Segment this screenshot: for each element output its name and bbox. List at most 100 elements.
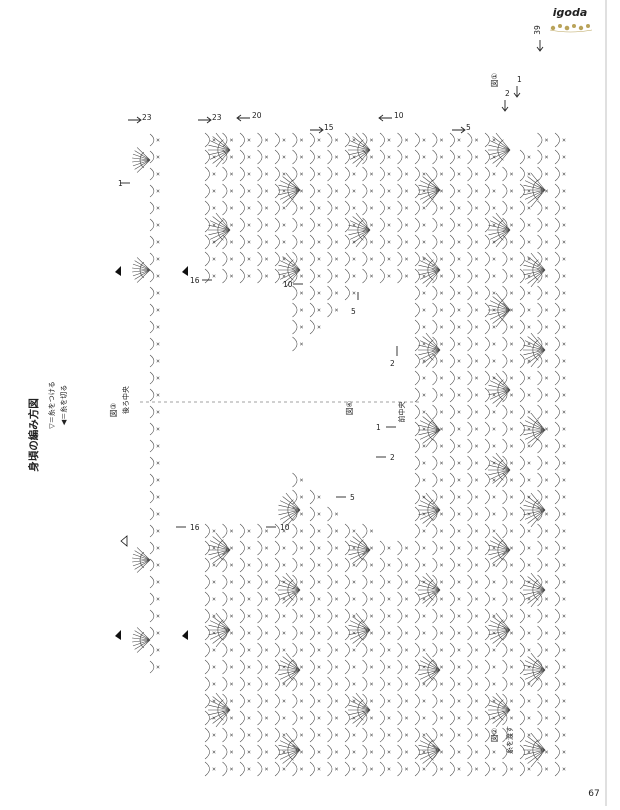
chain-arc [150, 525, 154, 537]
shell-fan [418, 733, 440, 767]
chain-arc [240, 150, 245, 164]
chain-arc [275, 643, 280, 657]
chain-arc [555, 762, 560, 776]
chain-arc [345, 184, 350, 198]
chain-arc [485, 201, 490, 215]
row-label-1-top: 1 [517, 75, 522, 84]
chain-arc [205, 694, 210, 708]
chain-arc [415, 626, 420, 640]
chain-arc [398, 218, 403, 232]
chain-arc [345, 558, 350, 572]
chain-arc [450, 269, 455, 283]
chain-arc [258, 524, 263, 538]
fig4-label: 図④ [345, 401, 354, 415]
chain-arc [205, 201, 210, 215]
chain-arc [223, 762, 228, 776]
chain-arc [258, 728, 263, 742]
chain-arc [433, 541, 438, 555]
chain-arc [223, 201, 228, 215]
chain-arc [150, 576, 154, 588]
chain-arc [555, 286, 560, 300]
chain-arc [310, 184, 315, 198]
chain-arc [555, 354, 560, 368]
shell-fan [523, 173, 545, 207]
chain-arc [503, 201, 508, 215]
chain-arc [415, 745, 420, 759]
chain-arc [520, 388, 525, 402]
fig1-label: 図① [490, 73, 499, 87]
chain-arc [380, 728, 385, 742]
chain-arc [223, 184, 228, 198]
chain-arc [258, 150, 263, 164]
chain-arc [293, 541, 298, 555]
chain-arc [310, 490, 315, 504]
chain-arc [468, 677, 473, 691]
chain-arc [538, 456, 543, 470]
chain-arc [310, 677, 315, 691]
legend-cut: ◀＝糸を切る [59, 385, 68, 425]
chain-arc [380, 694, 385, 708]
chain-arc [503, 507, 508, 521]
chain-arc [520, 592, 525, 606]
chain-arc [520, 694, 525, 708]
chain-arc [468, 439, 473, 453]
chain-arc [240, 592, 245, 606]
chain-arc [310, 575, 315, 589]
chain-arc [555, 422, 560, 436]
chain-arc [468, 150, 473, 164]
chain-arc [538, 677, 543, 691]
stitch-pattern [132, 133, 565, 776]
chain-arc [258, 558, 263, 572]
chain-arc [223, 252, 228, 266]
chain-arc [275, 201, 280, 215]
chain-arc [520, 201, 525, 215]
chain-arc [555, 337, 560, 351]
chain-arc [415, 677, 420, 691]
chain-arc [398, 728, 403, 742]
chain-arc [415, 507, 420, 521]
chain-arc [328, 252, 333, 266]
chain-arc [415, 762, 420, 776]
chain-arc [503, 422, 508, 436]
chain-arc [380, 711, 385, 725]
chain-arc [520, 218, 525, 232]
chain-arc [258, 133, 263, 147]
chain-arc [503, 490, 508, 504]
chain-arc [450, 745, 455, 759]
arrow-5-top [452, 127, 465, 133]
row-label-5-low: 5 [350, 493, 355, 502]
chain-arc [150, 287, 154, 299]
chain-arc [398, 269, 403, 283]
chain-arc [415, 269, 420, 283]
chain-arc [538, 150, 543, 164]
chain-arc [275, 728, 280, 742]
chain-arc [150, 610, 154, 622]
chain-arc [468, 405, 473, 419]
chain-arc [258, 575, 263, 589]
chain-arc [293, 762, 298, 776]
chain-arc [205, 592, 210, 606]
chain-arc [293, 694, 298, 708]
chain-arc [223, 592, 228, 606]
row-label-20: 20 [252, 111, 262, 120]
chain-arc [223, 745, 228, 759]
chain-arc [223, 235, 228, 249]
chain-arc [150, 389, 154, 401]
chain-arc [205, 524, 210, 538]
chain-arc [275, 269, 280, 283]
chain-arc [328, 558, 333, 572]
arrow-10-top [379, 115, 392, 121]
chain-arc [415, 337, 420, 351]
back-center-label: 後ろ中央 [121, 386, 130, 414]
chain-arc [415, 711, 420, 725]
chain-arc [240, 235, 245, 249]
row-label-23-left: 23 [142, 113, 152, 122]
chain-arc [468, 388, 473, 402]
chain-arc [328, 286, 333, 300]
chain-arc [205, 133, 210, 147]
chain-arc [450, 592, 455, 606]
chain-arc [520, 626, 525, 640]
legend-join: ▽＝糸をつける [47, 381, 56, 428]
chain-arc [415, 456, 420, 470]
row-label-2-top: 2 [505, 89, 510, 98]
